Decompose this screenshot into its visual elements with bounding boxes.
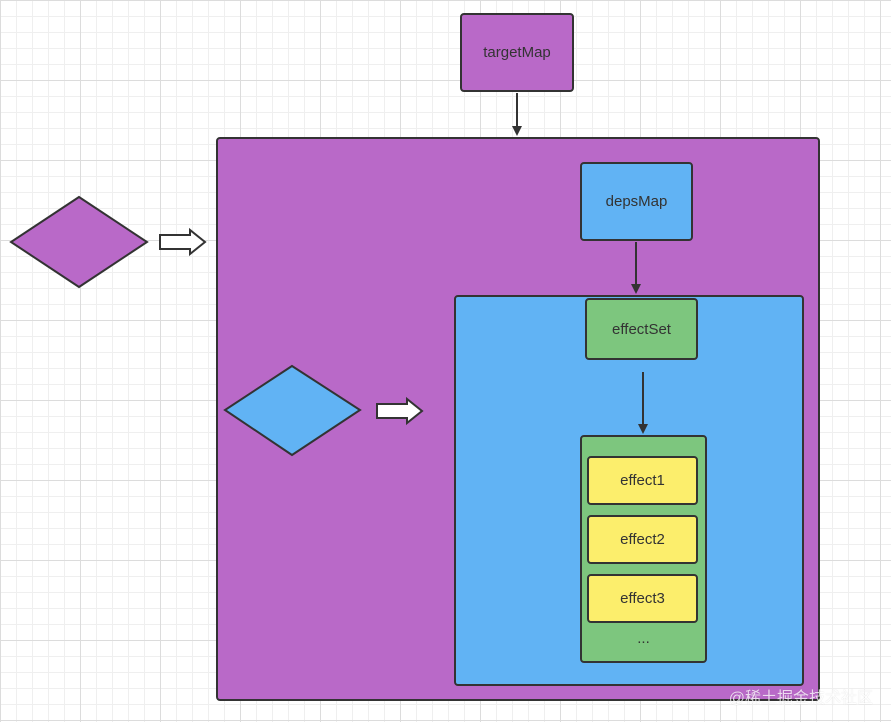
- key-block-arrow: [376, 396, 424, 426]
- target-diamond[interactable]: [9, 195, 149, 289]
- more-effects-ellipsis: ...: [637, 630, 650, 647]
- target-block-arrow: [159, 227, 207, 257]
- effect-item[interactable]: effect2: [587, 515, 698, 564]
- key-diamond[interactable]: [223, 364, 362, 457]
- watermark: @稀土掘金技术社区: [728, 690, 873, 707]
- effect-item[interactable]: effect3: [587, 574, 698, 623]
